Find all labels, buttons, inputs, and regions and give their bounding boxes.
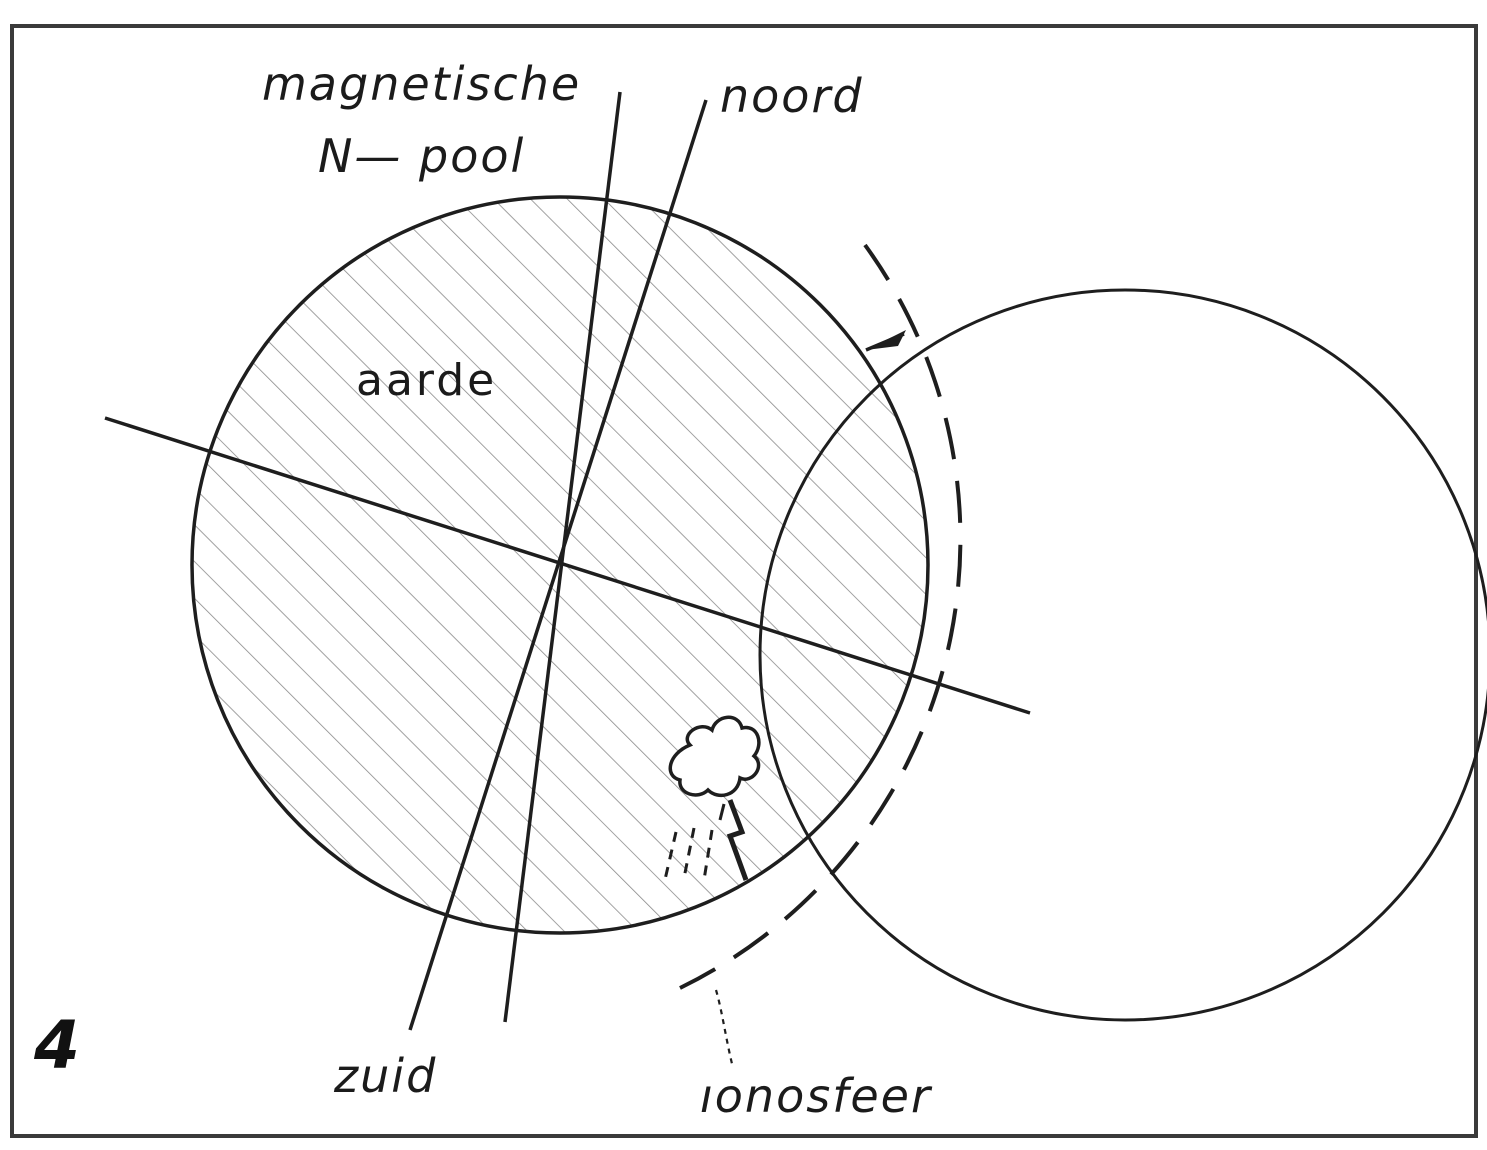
north-label: noord: [720, 69, 864, 123]
earth-label: aarde: [356, 355, 497, 406]
figure-number: 4: [33, 1007, 80, 1084]
magnetic-label-line2: N— pool: [318, 129, 525, 183]
magnetic-label-line1: magnetische: [262, 57, 581, 111]
ionosphere-label: ıonosfeer: [700, 1069, 933, 1123]
south-label: zuid: [333, 1049, 437, 1103]
